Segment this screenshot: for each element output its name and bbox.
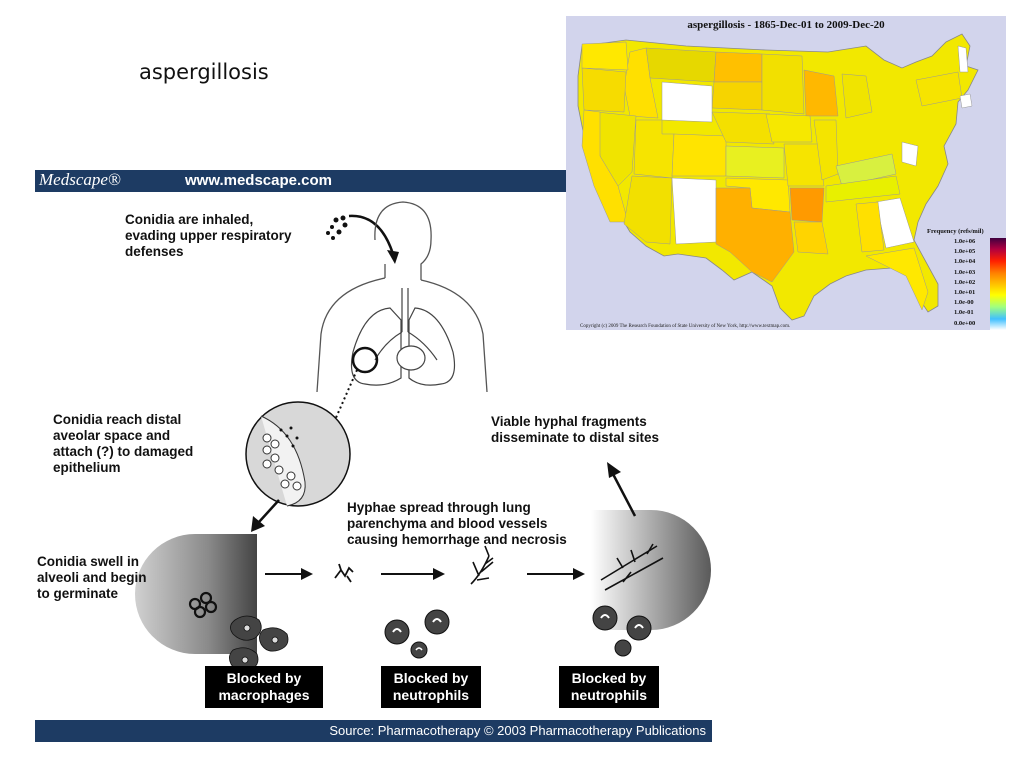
swollen-conidia [188,591,218,619]
inhaled-spores [326,215,348,240]
legend-label: 1.0e+04 [954,258,976,266]
state-louisiana [793,221,829,255]
state-minnesota [761,53,805,115]
pathogenesis-illustration [135,201,711,672]
zoom-circle [351,346,379,374]
label-viable-fragments: Viable hyphal fragments disseminate to d… [491,414,660,445]
alveolus-detail [245,401,351,507]
medscape-logo: Medscape® [39,170,121,189]
label-hyphae-spread: Hyphae spread through lung parenchyma an… [347,500,567,547]
state-texas [715,187,795,283]
map-title: aspergillosis - 1865-Dec-01 to 2009-Dec-… [687,19,885,31]
legend-label: 1.0e+03 [954,268,976,276]
arrow-2-head [433,568,445,580]
state-iowa [765,113,813,143]
legend-colorbar [990,238,1006,330]
blocked-by-neutrophils-2: Blocked by neutrophils [559,666,659,708]
alveolus-right [591,510,711,630]
figure-footer: Source: Pharmacotherapy © 2003 Pharmacot… [35,720,712,742]
state-montana [645,47,717,83]
state-colorado [671,133,727,177]
blocked-by-macrophages: Blocked by macrophages [205,666,323,708]
slide-title: aspergillosis [139,60,269,84]
label-inhaled: Conidia are inhaled, evading upper respi… [125,212,292,259]
state-connecticut [959,93,973,109]
human-silhouette [316,201,488,393]
state-nebraska [711,111,775,145]
state-michigan [841,73,873,119]
legend-label: 1.0e+06 [954,238,976,245]
blood-vessel [600,543,664,591]
legend-label: 1.0e+01 [954,289,976,296]
state-illinois [813,119,839,181]
hyphae [470,545,494,585]
legend-label: 1.0e-01 [954,309,974,317]
alveolus-left [135,534,257,654]
state-wisconsin [803,69,839,117]
state-missouri [783,143,825,187]
state-oregon [581,67,627,113]
figure-header: Medscape® www.medscape.com [35,170,712,192]
legend-label: 1.0e+05 [954,248,976,256]
state-kentucky [835,153,897,187]
macrophages [229,615,289,672]
us-frequency-map: aspergillosis - 1865-Dec-01 to 2009-Dec-… [566,16,1006,330]
state-florida [865,247,929,311]
lungs [350,288,456,386]
neutrophils-middle [384,609,450,659]
state-wyoming [661,81,713,123]
state-north-dakota [713,51,763,83]
legend-label: 1.0e-00 [954,299,974,307]
map-copyright: Copyright (c) 2009 The Research Foundati… [580,324,791,329]
legend-title: Frequency (refs/mil) [927,228,984,235]
legend-label: 1.0e+02 [954,278,976,286]
state-alabama [855,201,885,253]
figure-source: Source: Pharmacotherapy © 2003 Pharmacot… [329,723,706,738]
state-vermont [957,45,969,73]
arrow-3-head [573,568,585,580]
state-kansas [725,145,785,179]
us-map-graphic [577,33,979,321]
state-west-virginia [901,141,919,167]
state-georgia [875,197,915,249]
state-washington [581,41,629,71]
state-arizona [623,175,673,245]
legend-label: 0.0e+00 [954,319,976,327]
blocked-by-neutrophils-1: Blocked by neutrophils [381,666,481,708]
state-arkansas [789,187,825,223]
label-conidia-swell: Conidia swell in alveoli and begin to ge… [37,554,147,601]
label-reach-alveolar: Conidia reach distal aveolar space and a… [53,412,194,475]
inhale-arrow-head [387,250,399,264]
state-tennessee [825,175,901,203]
germinating-conidium [334,563,354,583]
state-south-dakota [711,81,763,111]
neutrophils-right [592,605,652,657]
state-new-mexico [671,177,717,245]
medscape-url: www.medscape.com [185,172,332,189]
arrow-1-head [301,568,313,580]
disseminate-arrow-head [607,462,621,478]
